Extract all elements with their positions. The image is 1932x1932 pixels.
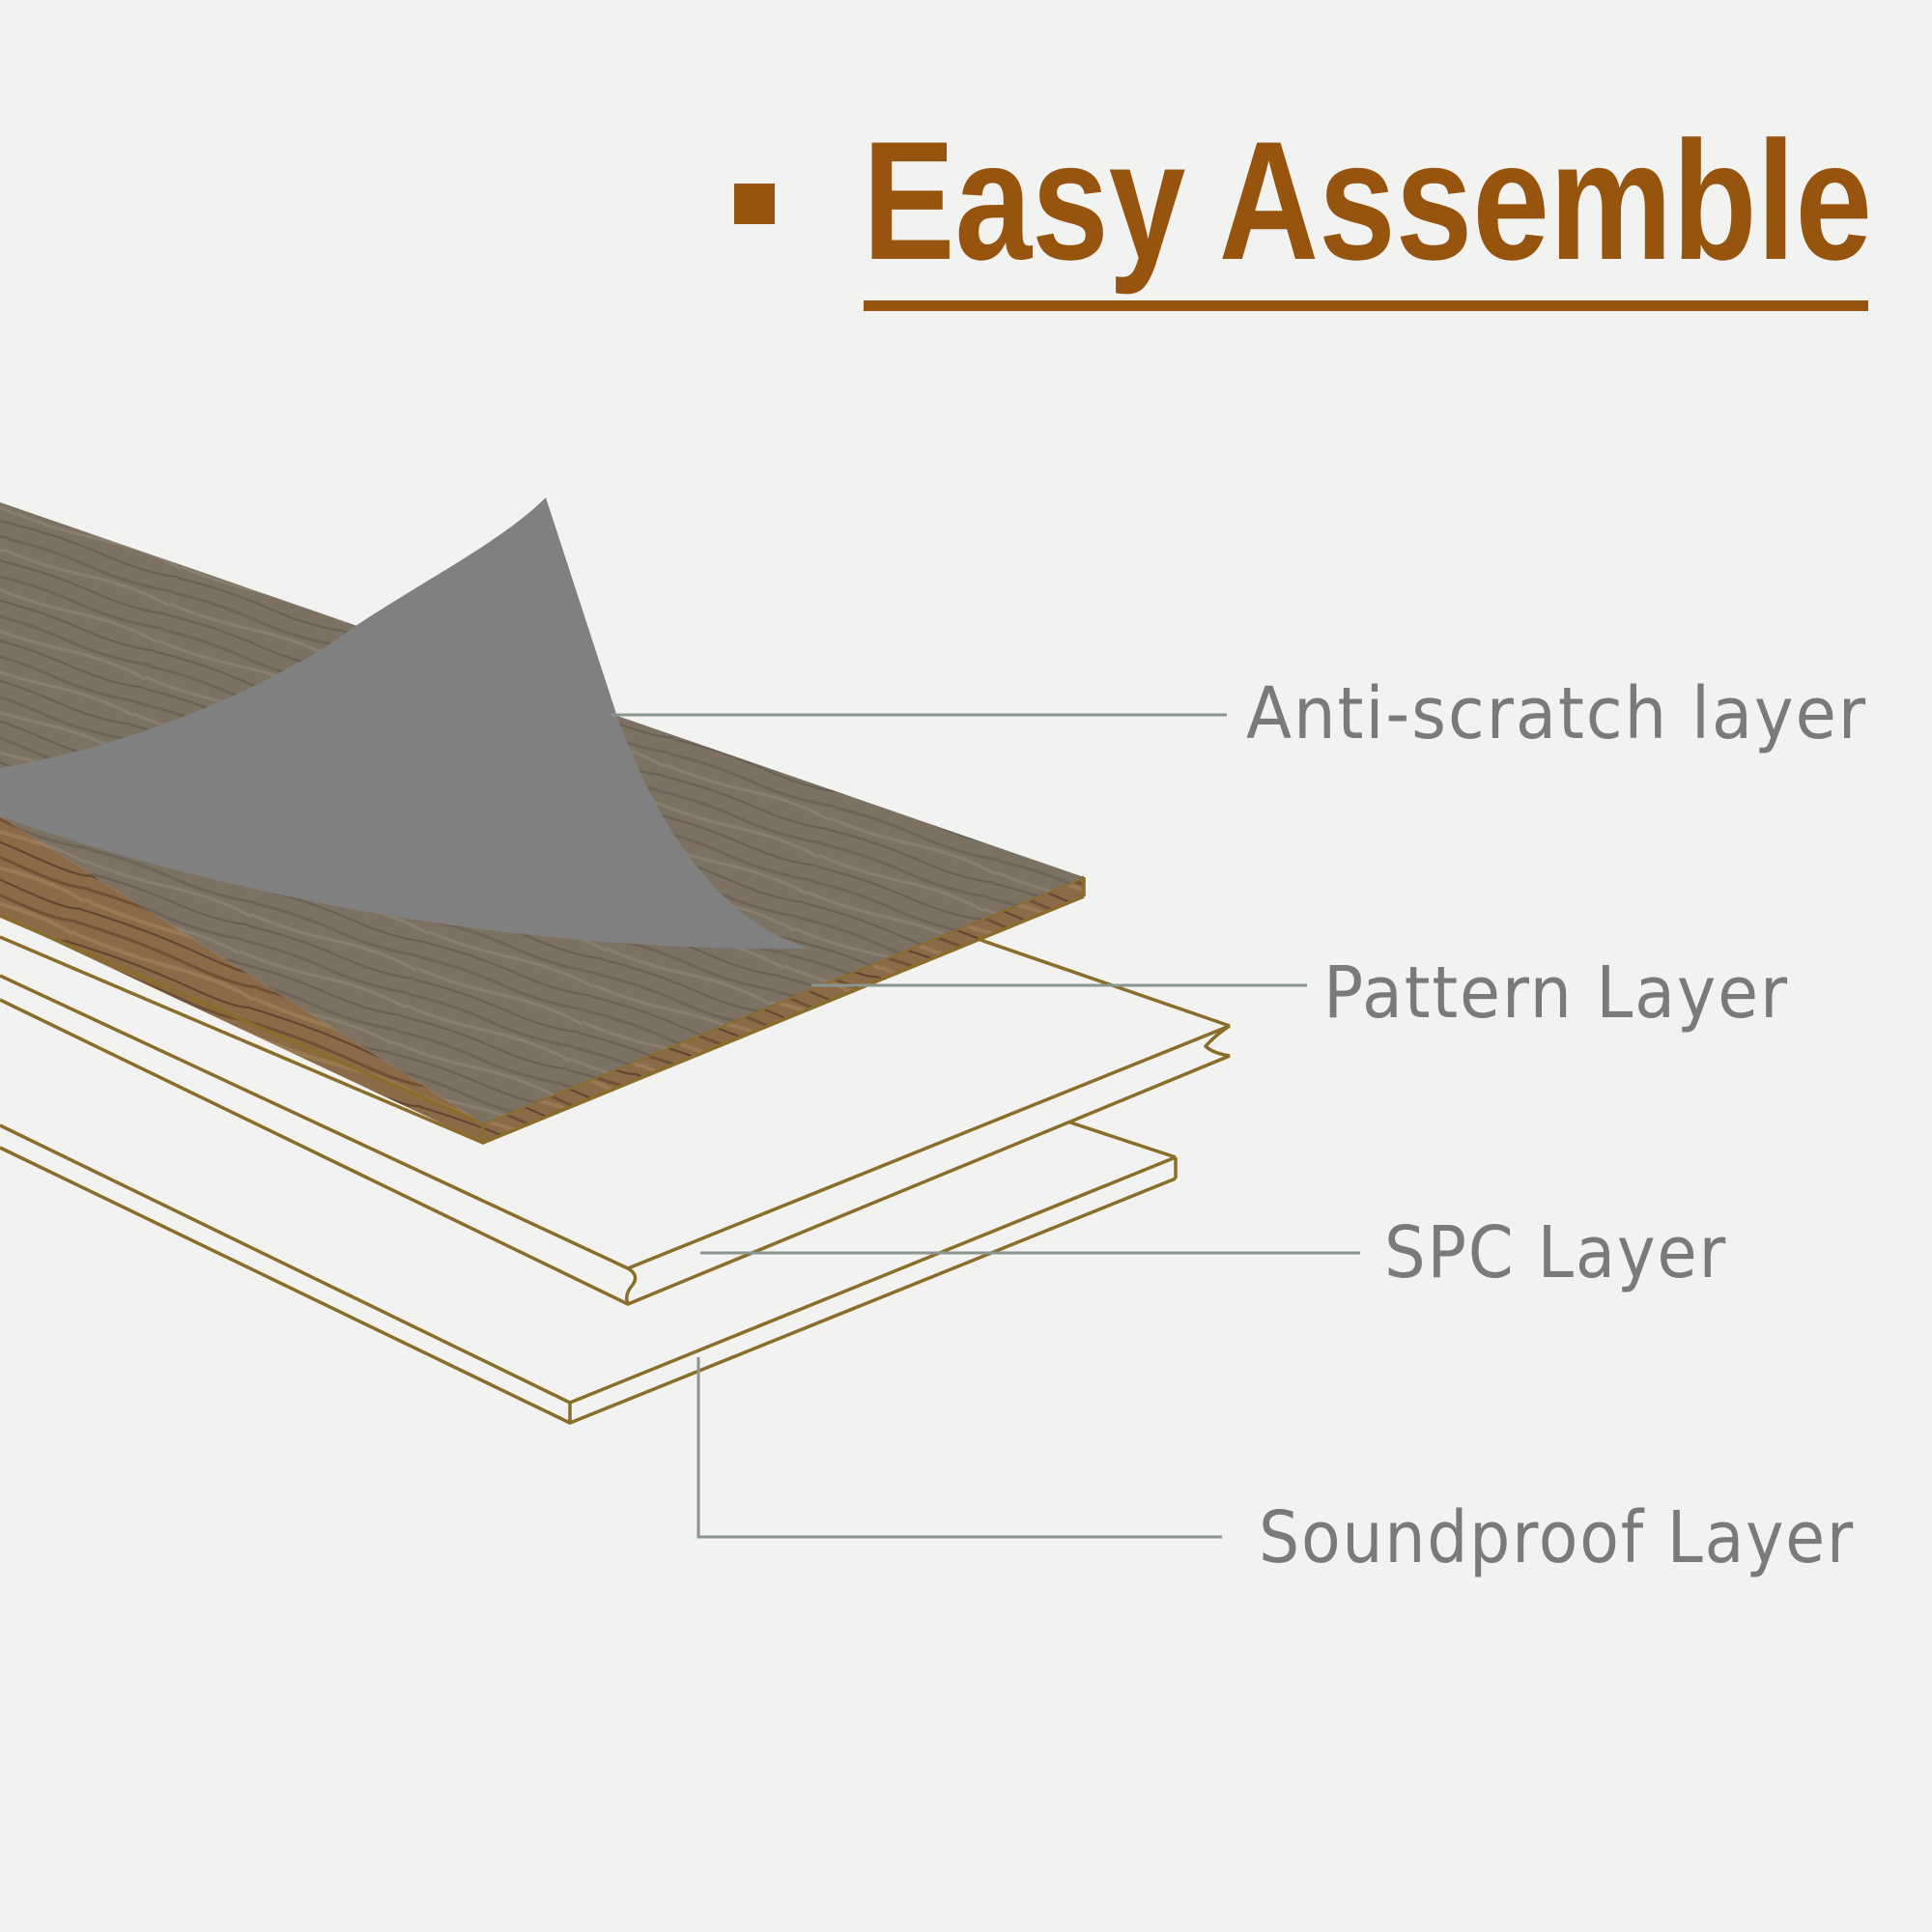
spc-layer-board: [0, 938, 1231, 1306]
leader-line-soundproof: [696, 1357, 1222, 1539]
soundproof-layer-board: [0, 1121, 1178, 1425]
label-anti-scratch-layer: Anti-scratch layer: [1246, 672, 1867, 755]
anti-scratch-film: [0, 497, 811, 950]
title-bullet: [734, 184, 775, 224]
label-spc-layer: SPC Layer: [1384, 1211, 1727, 1294]
page-title: Easy Assemble: [863, 107, 1872, 296]
leader-lines: [611, 713, 1360, 1539]
label-pattern-layer: Pattern Layer: [1323, 952, 1789, 1035]
title-underline: [864, 300, 1868, 311]
label-soundproof-layer: Soundproof Layer: [1259, 1496, 1855, 1579]
